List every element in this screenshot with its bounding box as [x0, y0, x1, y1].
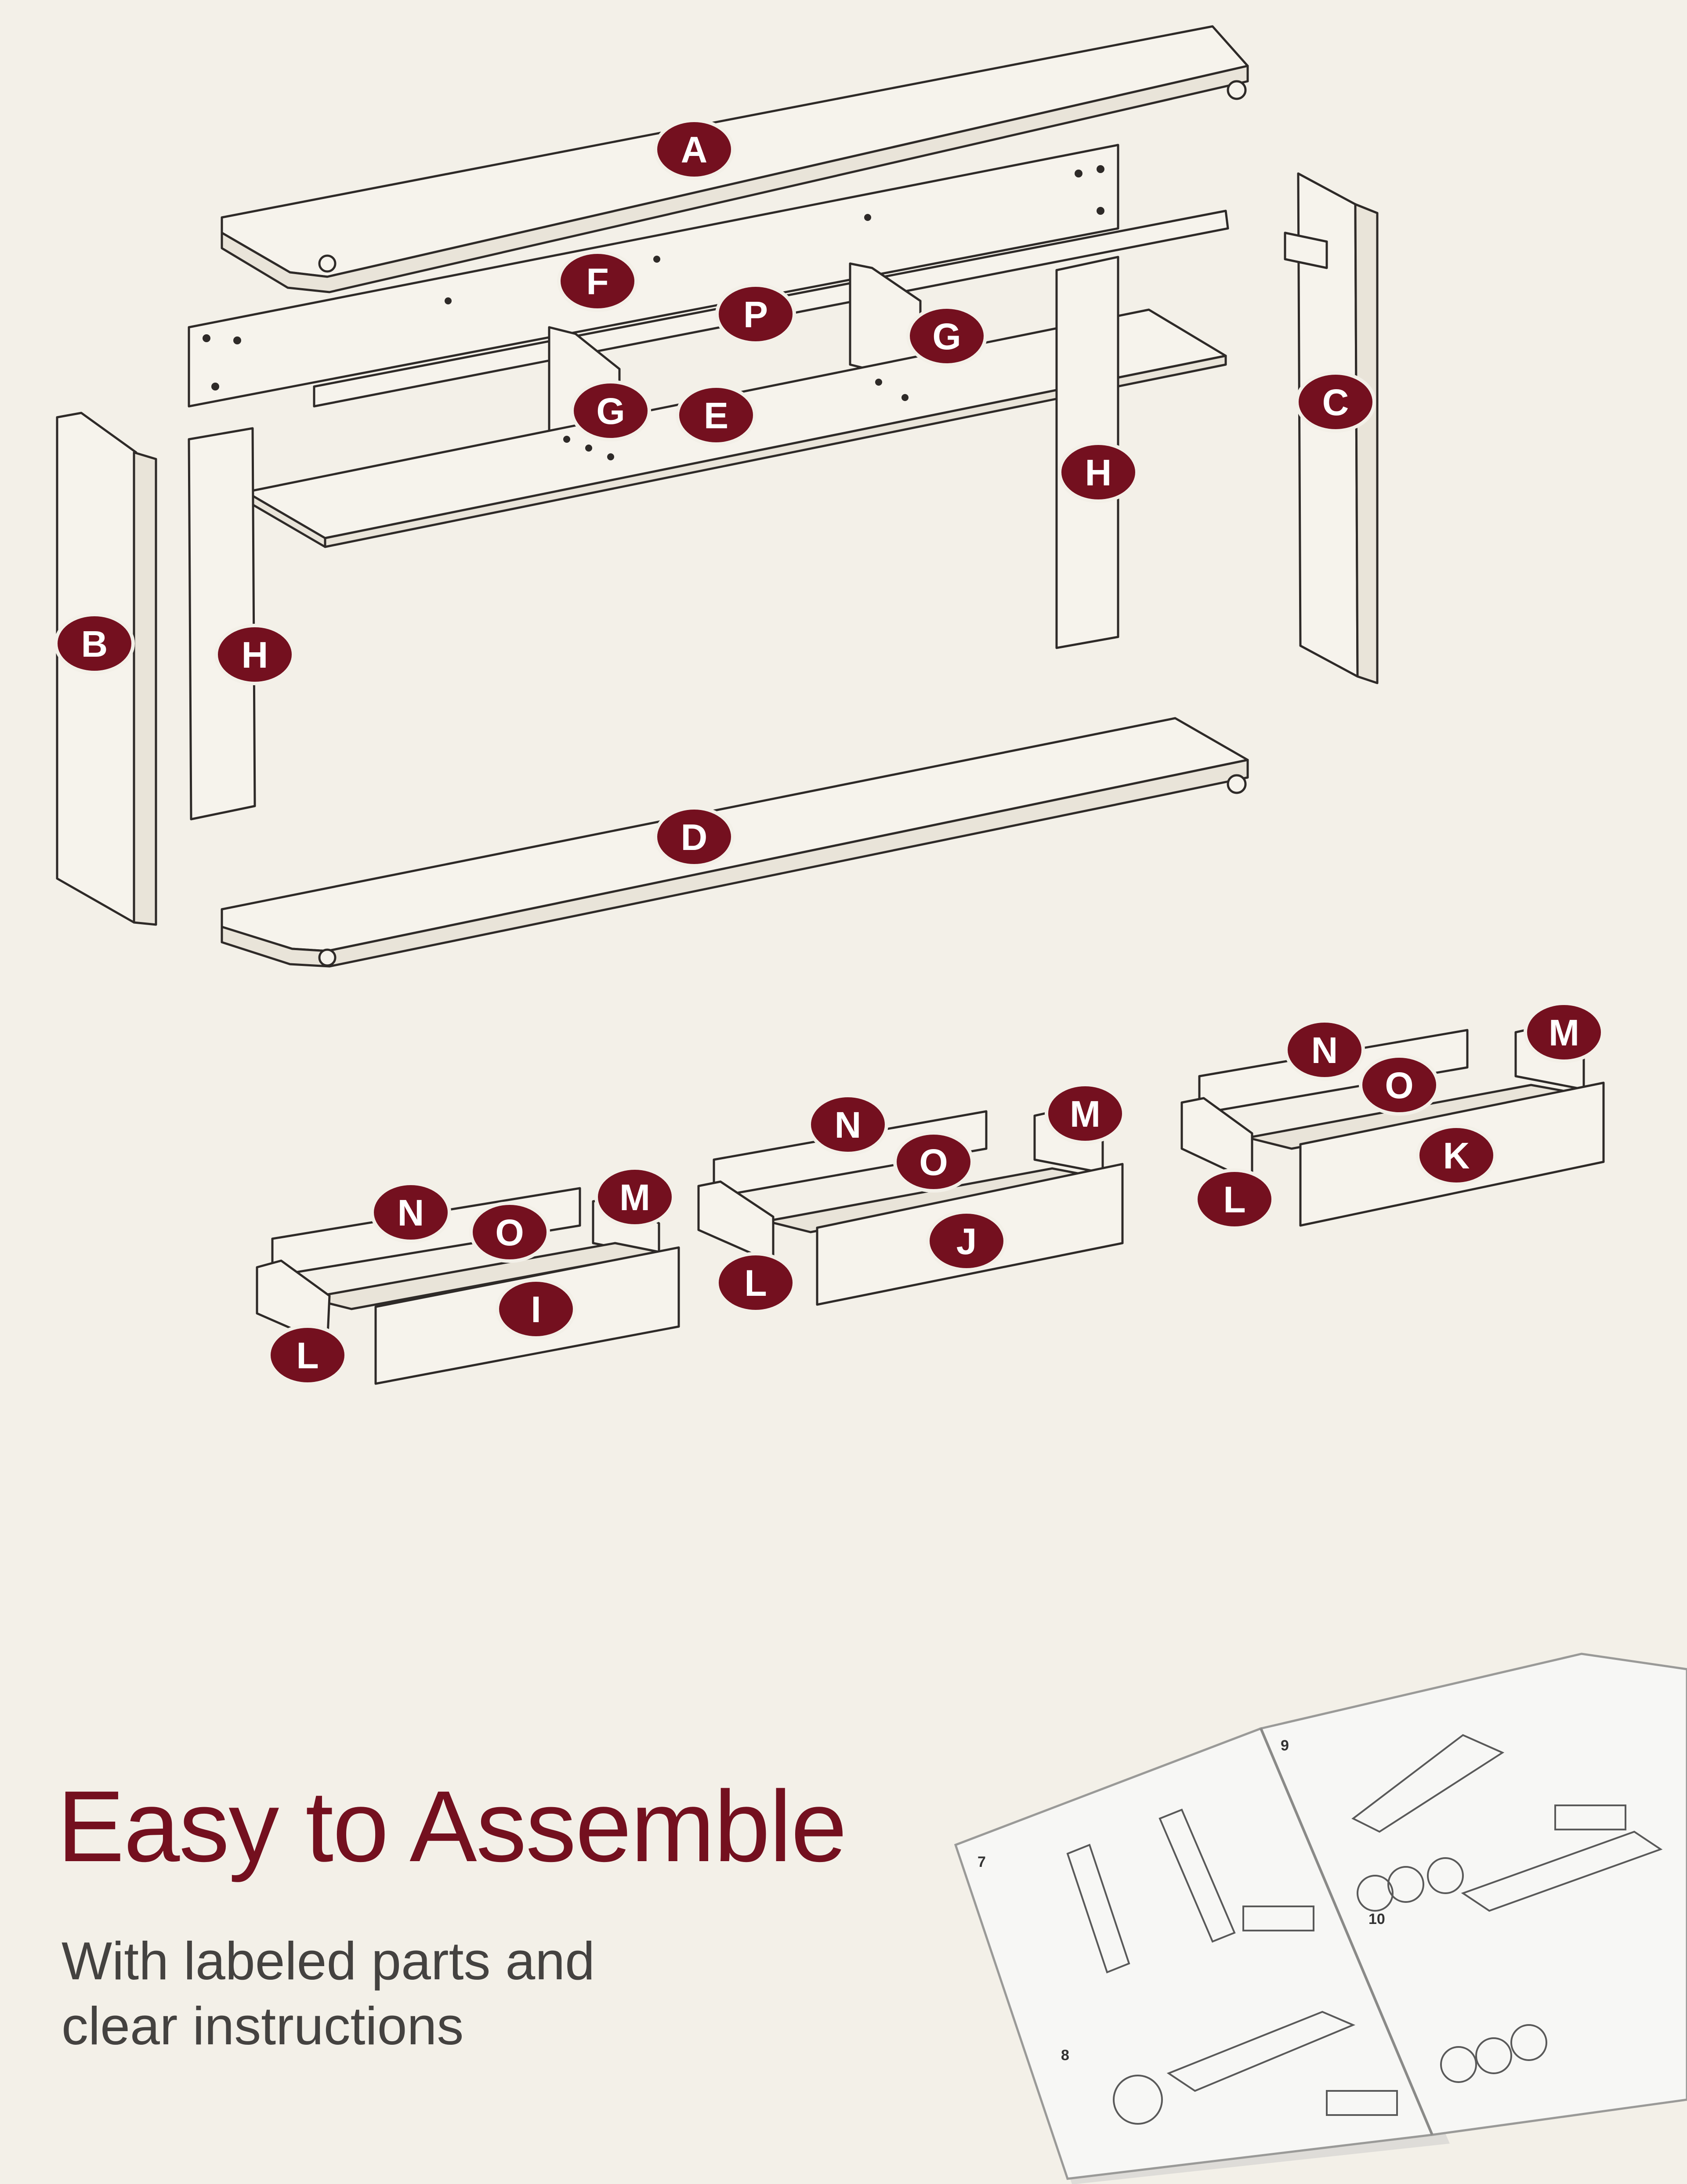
- badge-m-1: M: [594, 1166, 675, 1228]
- svg-text:F: F: [586, 261, 608, 302]
- svg-text:J: J: [956, 1221, 977, 1262]
- svg-text:A: A: [681, 129, 708, 170]
- badge-g-right: G: [906, 305, 987, 367]
- badge-e: E: [676, 384, 757, 446]
- leg-h-left: [188, 427, 256, 821]
- svg-text:8: 8: [1061, 2047, 1069, 2064]
- badge-l-1: L: [267, 1324, 348, 1386]
- svg-text:N: N: [1311, 1030, 1338, 1071]
- svg-text:G: G: [596, 391, 625, 432]
- svg-text:L: L: [1223, 1179, 1245, 1220]
- badge-o-1: O: [469, 1201, 550, 1263]
- badge-n-2: N: [807, 1094, 888, 1155]
- badge-i: I: [496, 1278, 576, 1340]
- badge-g-left: G: [570, 380, 651, 441]
- badge-l-3: L: [1194, 1168, 1275, 1230]
- badge-m-3: M: [1524, 1002, 1604, 1063]
- panel-a: [221, 25, 1249, 293]
- svg-text:N: N: [835, 1104, 862, 1146]
- svg-text:M: M: [619, 1177, 650, 1218]
- svg-text:7: 7: [977, 1854, 986, 1870]
- badge-c: C: [1295, 371, 1376, 433]
- svg-text:H: H: [1085, 452, 1112, 493]
- badge-h-left: H: [214, 624, 295, 685]
- badge-h-right: H: [1058, 441, 1139, 503]
- badge-a: A: [654, 119, 735, 180]
- svg-text:P: P: [743, 294, 768, 335]
- panel-f: [188, 144, 1119, 408]
- svg-text:G: G: [932, 316, 961, 357]
- svg-text:O: O: [919, 1142, 948, 1183]
- badge-d: D: [654, 806, 735, 868]
- svg-text:B: B: [81, 623, 108, 665]
- svg-text:L: L: [744, 1262, 767, 1304]
- badge-o-3: O: [1359, 1054, 1440, 1116]
- svg-text:O: O: [495, 1212, 524, 1253]
- badge-p: P: [715, 283, 796, 345]
- badge-n-1: N: [370, 1182, 451, 1243]
- badge-n-3: N: [1284, 1019, 1365, 1081]
- svg-text:M: M: [1070, 1093, 1101, 1135]
- badge-l-2: L: [715, 1252, 796, 1313]
- svg-text:M: M: [1549, 1012, 1579, 1053]
- headline: Easy to Assemble: [57, 1770, 847, 1883]
- svg-text:10: 10: [1368, 1911, 1385, 1927]
- svg-text:E: E: [704, 395, 728, 436]
- svg-text:C: C: [1322, 382, 1349, 423]
- instruction-manual-illustration: 7 8 9 10: [954, 1652, 1687, 2184]
- svg-text:H: H: [242, 634, 268, 676]
- svg-text:N: N: [398, 1192, 424, 1233]
- badge-o-2: O: [893, 1131, 974, 1193]
- svg-text:O: O: [1385, 1065, 1413, 1106]
- badge-j: J: [926, 1210, 1007, 1272]
- svg-text:K: K: [1443, 1135, 1470, 1176]
- badge-k: K: [1416, 1125, 1497, 1186]
- badge-m-2: M: [1045, 1083, 1126, 1144]
- panel-d: [221, 717, 1249, 968]
- badge-b: B: [54, 613, 135, 674]
- subtext: With labeled parts and clear instruction…: [62, 1931, 595, 2056]
- svg-text:D: D: [681, 817, 708, 858]
- badge-f: F: [557, 250, 638, 312]
- svg-text:I: I: [531, 1289, 541, 1330]
- svg-text:L: L: [296, 1335, 319, 1376]
- svg-text:9: 9: [1281, 1737, 1289, 1754]
